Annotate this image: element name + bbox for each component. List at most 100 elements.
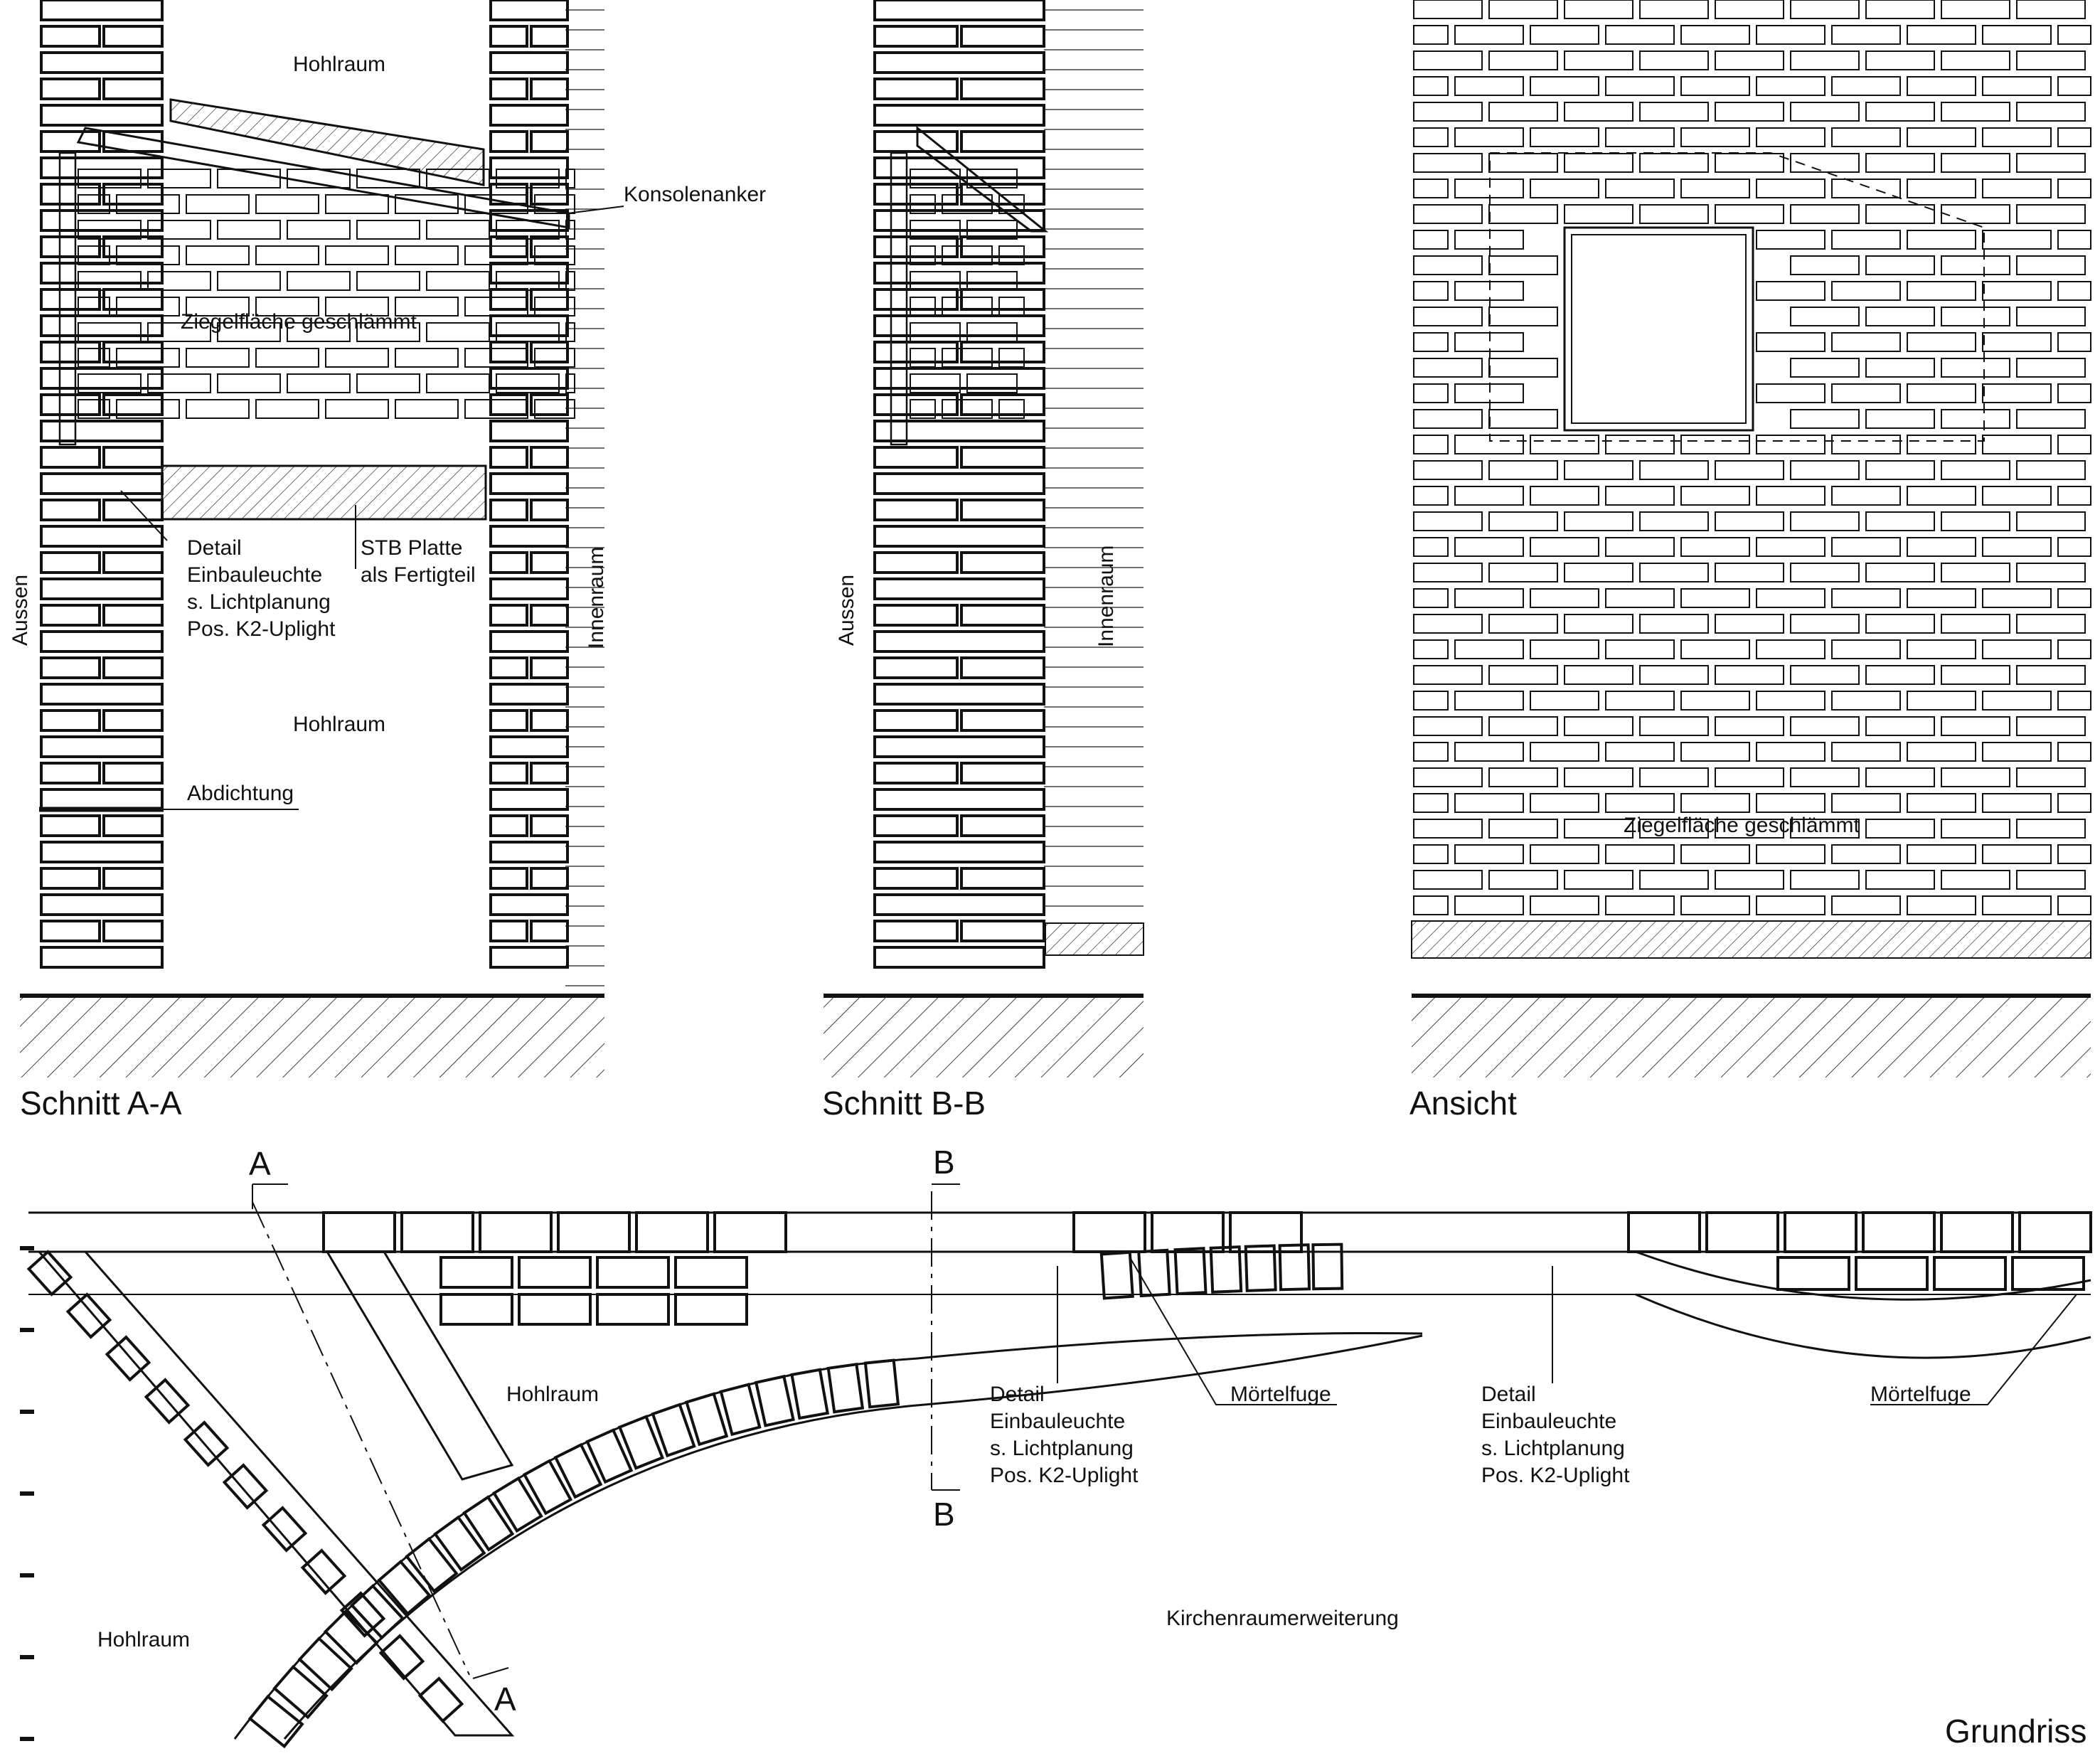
brick: [2057, 127, 2091, 147]
brick: [496, 271, 560, 291]
brick: [1756, 435, 1825, 454]
brick: [116, 194, 180, 214]
brick: [1831, 793, 1901, 813]
brick: [910, 245, 936, 265]
brick: [873, 51, 1045, 74]
brick: [1705, 1211, 1779, 1253]
brick: [489, 525, 569, 548]
brick: [1940, 1211, 2014, 1253]
brick: [1413, 50, 1483, 70]
brick: [40, 946, 164, 969]
brick: [873, 893, 1045, 916]
brick: [873, 946, 1045, 969]
brick: [2016, 255, 2086, 275]
brick: [102, 604, 164, 627]
brick: [147, 373, 211, 393]
brick: [873, 341, 959, 363]
brick: [1907, 895, 1976, 915]
brick: [40, 525, 164, 548]
brick: [147, 220, 211, 240]
brick: [40, 709, 101, 732]
brick: [1413, 383, 1449, 403]
brick: [2057, 25, 2091, 45]
brick: [40, 893, 164, 916]
window-opening: [1563, 226, 1754, 432]
brick: [1862, 1211, 1936, 1253]
brick: [1564, 0, 1633, 19]
arc-brick: [754, 1374, 795, 1427]
label-ziegelflaeche-elev: Ziegelfläche geschlämmt: [1624, 814, 1860, 837]
brick: [1454, 76, 1524, 96]
diagonal-brick: [339, 1591, 386, 1638]
brick: [2057, 537, 2091, 557]
brick: [464, 245, 528, 265]
brick: [966, 220, 1018, 240]
diagonal-brick: [144, 1378, 191, 1425]
label-kirchenraumerweiterung: Kirchenraumerweiterung: [1166, 1607, 1399, 1630]
brick: [1982, 25, 2052, 45]
brick: [530, 288, 569, 311]
brick: [873, 683, 1045, 706]
brick: [2016, 563, 2086, 582]
arc-brick: [247, 1694, 304, 1749]
brick: [1564, 614, 1633, 634]
ground-hatch: [20, 996, 604, 1077]
brick: [1413, 665, 1483, 685]
brick: [1530, 486, 1599, 506]
brick: [1941, 614, 2010, 634]
brick: [1413, 255, 1483, 275]
stb-line-1: STB Platte: [361, 536, 462, 560]
brick: [1831, 588, 1901, 608]
brick: [489, 367, 569, 390]
curved-wall-right-inner: [1635, 1293, 2091, 1359]
brick: [1982, 281, 2052, 301]
brick: [40, 51, 164, 74]
brick: [1413, 716, 1483, 736]
brick: [942, 297, 993, 316]
brick: [518, 1293, 592, 1326]
brick: [116, 297, 180, 316]
brick: [489, 25, 528, 48]
brick: [2057, 281, 2091, 301]
brick: [116, 399, 180, 419]
brick: [1865, 409, 1935, 429]
brick: [1413, 179, 1449, 198]
brick: [1865, 665, 1935, 685]
brick: [873, 420, 1045, 442]
brick: [1639, 665, 1709, 685]
brick: [2016, 767, 2086, 787]
brick: [1488, 614, 1558, 634]
brick: [1605, 742, 1675, 762]
brick: [1639, 819, 1709, 839]
cut-label-b-top: B: [933, 1144, 955, 1181]
brick: [1941, 153, 2010, 173]
section-b-b: Aussen Innenraum Schnitt B-B: [822, 0, 1144, 1122]
brick: [1488, 767, 1558, 787]
brick: [1715, 460, 1784, 480]
detail2-line-2: Einbauleuchte: [1481, 1410, 1616, 1433]
brick: [40, 156, 164, 179]
detail1-line-1: Detail: [990, 1383, 1045, 1406]
brick: [489, 130, 528, 153]
brick: [1756, 383, 1825, 403]
brick: [1454, 793, 1524, 813]
interior-finish-lines-b: [1044, 0, 1144, 921]
brick: [1454, 127, 1524, 147]
brick: [1790, 358, 1860, 378]
brick: [1488, 409, 1558, 429]
brick: [489, 578, 569, 600]
brick: [1454, 895, 1524, 915]
brick: [489, 499, 528, 521]
brick: [1831, 230, 1901, 250]
brick: [1865, 614, 1935, 634]
brick: [530, 446, 569, 469]
brick: [2057, 691, 2091, 711]
brick: [255, 297, 319, 316]
brick: [960, 288, 1045, 311]
brick: [1639, 511, 1709, 531]
brick: [960, 393, 1045, 416]
brick: [1605, 537, 1675, 557]
brick: [1605, 435, 1675, 454]
brick: [2057, 179, 2091, 198]
brick: [1982, 435, 2052, 454]
